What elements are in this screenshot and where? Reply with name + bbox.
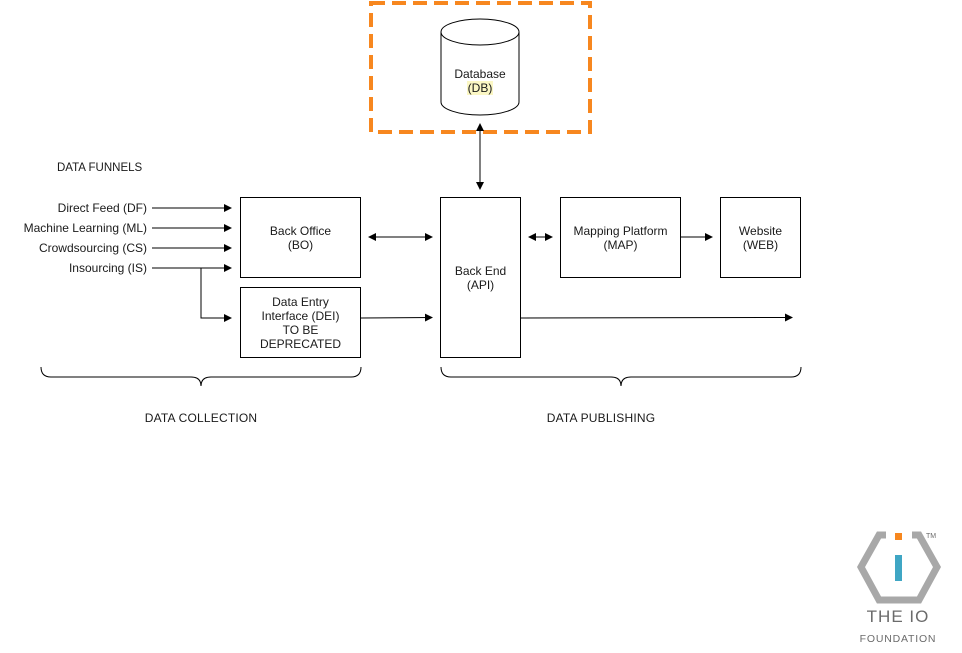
back-end-abbr: (API) <box>466 278 495 292</box>
dei-box[interactable] <box>240 287 361 358</box>
website-label: Website (WEB) <box>720 224 801 252</box>
io-foundation-logo-icon <box>856 528 942 604</box>
database-abbr: (DB) <box>466 81 494 95</box>
brace-data-collection <box>40 366 362 387</box>
mapping-platform-box[interactable] <box>560 197 681 278</box>
mapping-platform-name: Mapping Platform <box>573 224 668 238</box>
dei-line-4: DEPRECATED <box>259 337 342 351</box>
back-end-label: Back End (API) <box>440 264 521 292</box>
back-office-label: Back Office (BO) <box>240 224 361 252</box>
data-collection-label: DATA COLLECTION <box>144 411 258 425</box>
back-office-box[interactable] <box>240 197 361 278</box>
back-office-name: Back Office <box>269 224 332 238</box>
logo-title: THE IO <box>848 608 948 626</box>
funnel-label-cs: Crowdsourcing (CS) <box>38 241 147 255</box>
database-highlight-frame <box>369 1 592 134</box>
dei-line-2: Interface (DEI) <box>261 309 340 323</box>
mapping-platform-abbr: (MAP) <box>603 238 638 252</box>
back-office-abbr: (BO) <box>287 238 314 252</box>
back-end-box[interactable] <box>440 197 521 358</box>
website-name: Website <box>738 224 783 238</box>
arrow-dei-to-api <box>360 313 433 322</box>
website-abbr: (WEB) <box>742 238 779 252</box>
website-box[interactable] <box>720 197 801 278</box>
arrow-is-to-dei <box>200 268 232 322</box>
logo-title-text: THE IO <box>866 607 930 626</box>
arrow-api-out <box>520 313 793 322</box>
database-label: Database (DB) <box>441 67 519 95</box>
database-name: Database <box>454 67 506 81</box>
logo-subtitle: FOUNDATION <box>859 633 937 645</box>
dei-line-3: TO BE <box>282 323 319 337</box>
data-publishing-label: DATA PUBLISHING <box>546 411 656 425</box>
funnel-label-ml: Machine Learning (ML) <box>23 221 147 235</box>
logo-tm: TM <box>926 533 937 540</box>
database-cylinder[interactable] <box>440 18 520 116</box>
brace-data-publishing <box>440 366 802 387</box>
dei-label: Data Entry Interface (DEI) TO BE DEPRECA… <box>240 295 361 351</box>
back-end-name: Back End <box>454 264 507 278</box>
dei-line-1: Data Entry <box>272 295 329 309</box>
data-funnels-title: DATA FUNNELS <box>57 162 143 174</box>
funnel-label-df: Direct Feed (DF) <box>57 201 147 215</box>
mapping-platform-label: Mapping Platform (MAP) <box>560 224 681 252</box>
funnel-label-is: Insourcing (IS) <box>68 261 147 275</box>
